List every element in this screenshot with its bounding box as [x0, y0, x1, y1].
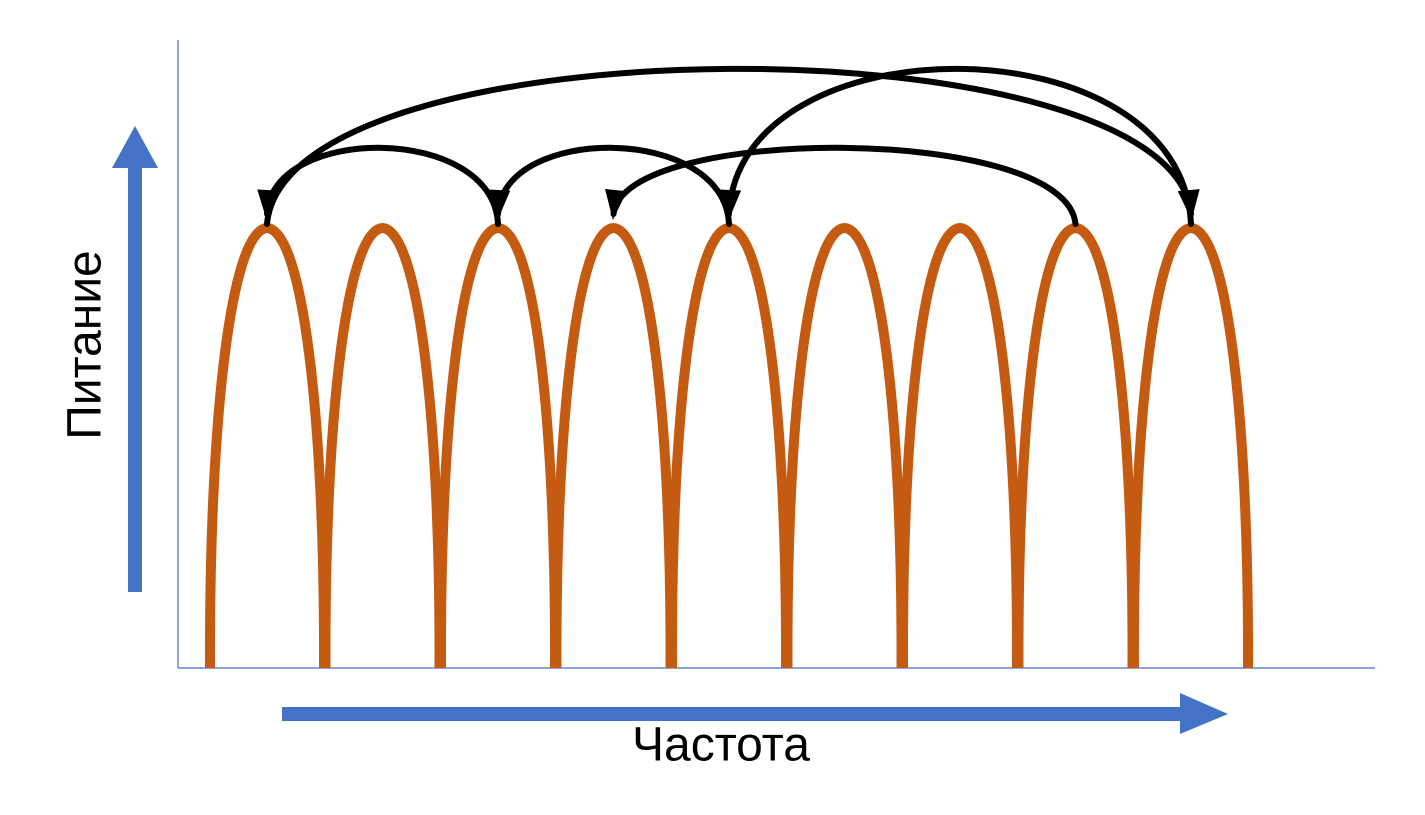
channel-arch: [551, 223, 676, 669]
channel-arch: [782, 223, 907, 669]
hop-arrow: [264, 65, 1194, 227]
frequency-arrow: [282, 693, 1228, 734]
hop-arrow: [264, 144, 501, 227]
channel-arch: [204, 223, 330, 669]
hop-arrowhead: [605, 189, 627, 220]
hop-arrowhead: [719, 189, 742, 220]
channel-arch: [1128, 223, 1254, 669]
hop-arrow: [726, 65, 1194, 227]
channel-arch: [1013, 223, 1138, 669]
power-arrow: [112, 126, 158, 592]
hop-arrow: [610, 144, 1079, 227]
y-axis-label: Питание: [59, 250, 112, 439]
x-axis-label: Частота: [632, 719, 810, 772]
channel-arch: [666, 223, 792, 669]
hop-arrow: [495, 144, 732, 227]
channel-arch: [897, 223, 1023, 669]
hop-group: [257, 65, 1200, 227]
channel-group: [204, 223, 1254, 669]
hop-arrowhead: [488, 189, 511, 220]
channel-arch: [320, 223, 445, 669]
channel-arch: [435, 223, 561, 669]
